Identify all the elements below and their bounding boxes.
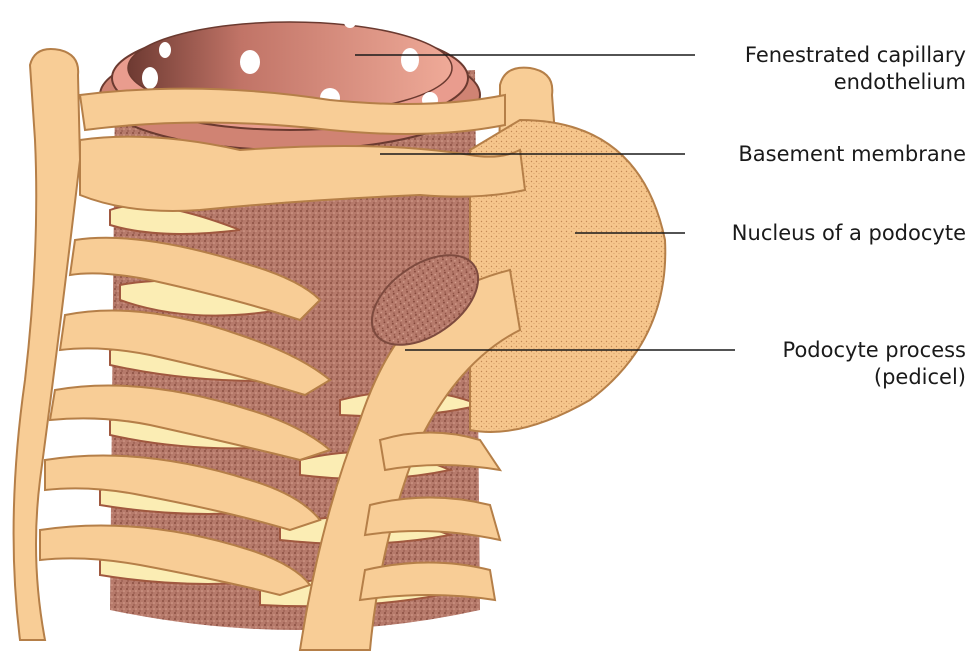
- label-fenestrated-line1: Fenestrated capillary: [745, 42, 966, 69]
- label-basement-membrane: Basement membrane: [738, 141, 966, 168]
- fenestra-hole: [344, 16, 356, 28]
- fenestra-hole: [159, 42, 171, 58]
- label-nucleus-line1: Nucleus of a podocyte: [732, 220, 966, 247]
- label-pedicel-line1: Podocyte process: [783, 337, 966, 364]
- fenestra-hole: [401, 48, 419, 72]
- label-pedicel-line2: (pedicel): [783, 364, 966, 391]
- label-podocyte-nucleus: Nucleus of a podocyte: [732, 220, 966, 247]
- fenestra-hole: [240, 50, 260, 74]
- label-podocyte-process: Podocyte process (pedicel): [783, 337, 966, 391]
- fenestra-hole: [142, 67, 158, 89]
- label-fenestrated-line2: endothelium: [745, 69, 966, 96]
- label-fenestrated-endothelium: Fenestrated capillary endothelium: [745, 42, 966, 96]
- label-basement-line1: Basement membrane: [738, 141, 966, 168]
